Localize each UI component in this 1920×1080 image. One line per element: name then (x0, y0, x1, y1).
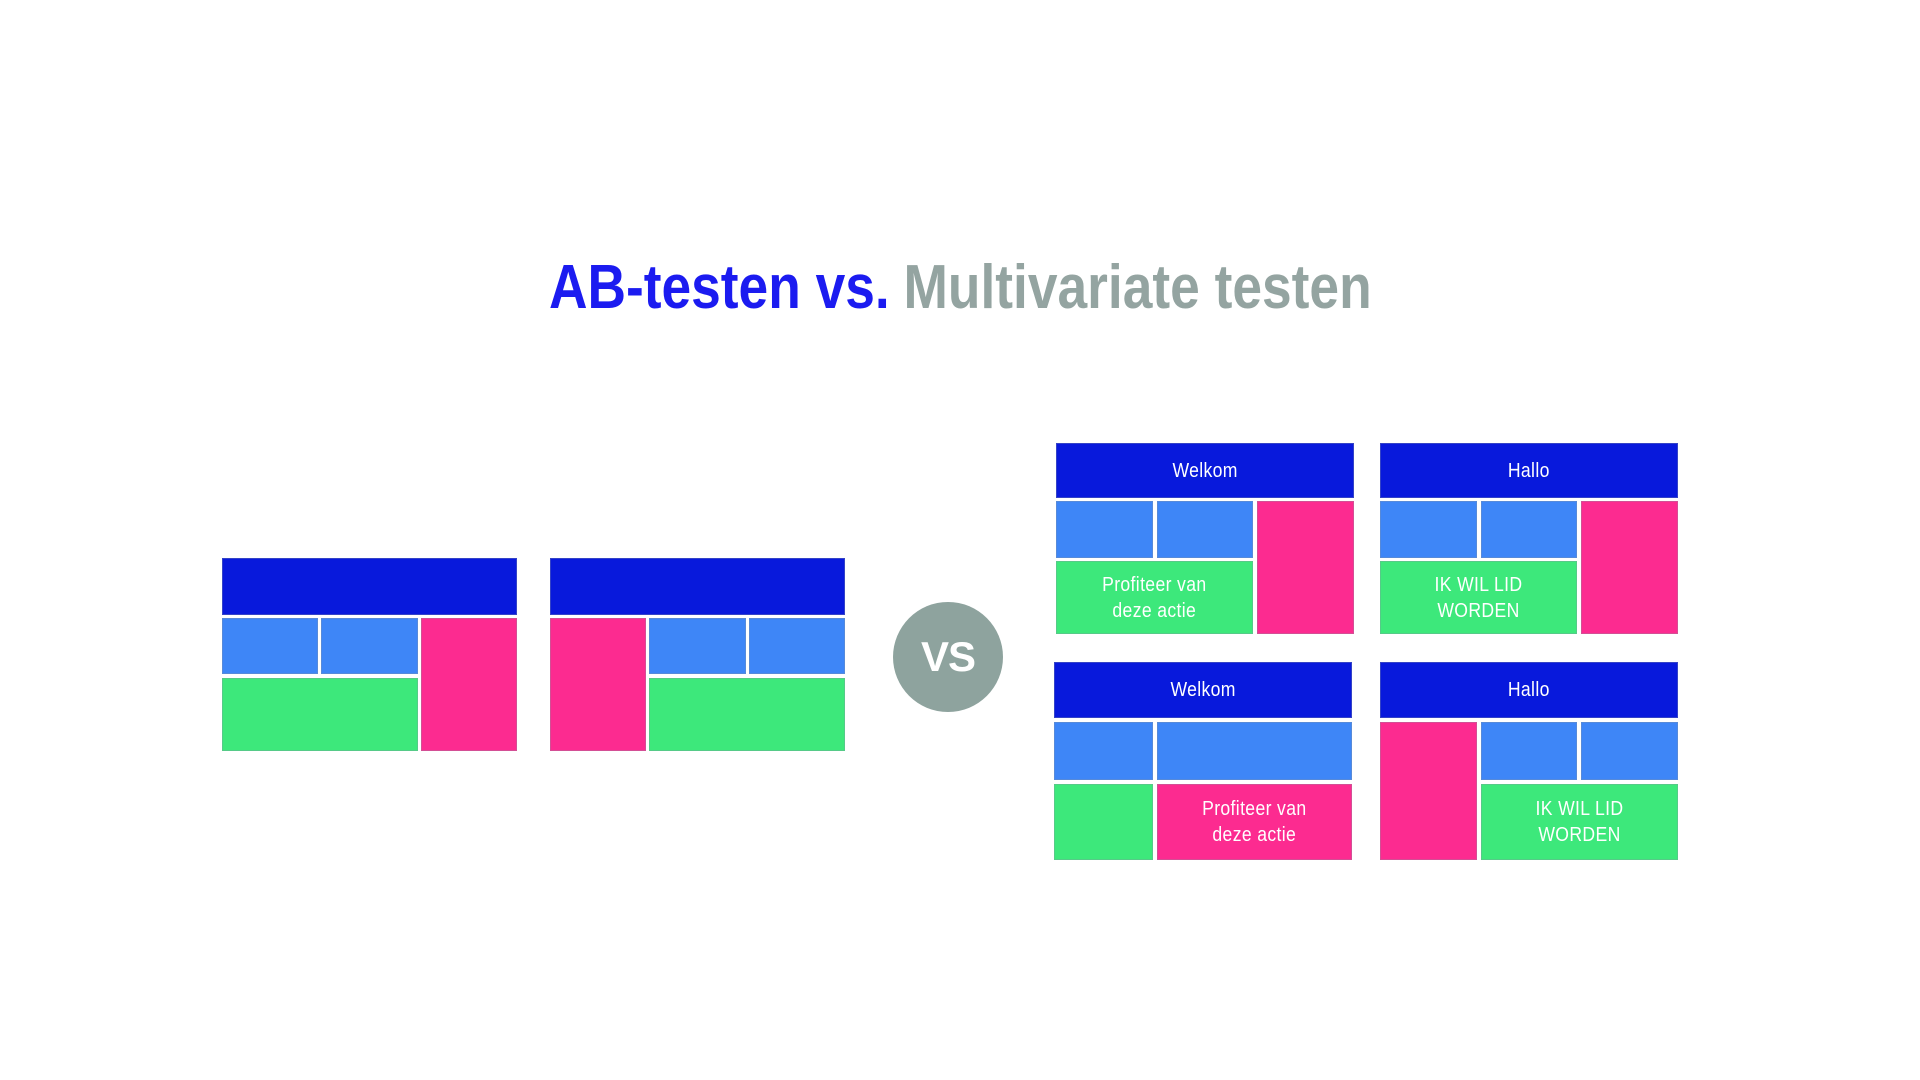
wireframe-cta-block (550, 618, 646, 751)
wireframe-image-block (1157, 501, 1253, 558)
multivariate-card-hallo-2: Hallo IK WIL LID WORDEN (1380, 662, 1678, 860)
wireframe-image-block (1056, 501, 1153, 558)
wireframe-cta-block: Profiteer van deze actie (1056, 561, 1253, 634)
ab-variant-b-wireframe (550, 558, 845, 751)
wireframe-image-block (222, 618, 318, 674)
multivariate-card-welkom-2: Welkom Profiteer van deze actie (1054, 662, 1352, 860)
ab-variant-a-wireframe (222, 558, 517, 751)
wireframe-cta-block: IK WIL LID WORDEN (1380, 561, 1577, 634)
cta-label: IK WIL LID WORDEN (1434, 573, 1523, 622)
title-ab-testen: AB-testen vs. (548, 253, 890, 322)
wireframe-image-block (1481, 501, 1577, 558)
wireframe-image-block (649, 618, 746, 674)
wireframe-image-block (1054, 722, 1153, 780)
cta-label: Profiteer van deze actie (1102, 573, 1207, 622)
wireframe-cta-block (1257, 501, 1354, 634)
vs-label: VS (920, 633, 976, 680)
wireframe-image-block (1481, 722, 1577, 780)
cta-label: Profiteer van deze actie (1202, 798, 1307, 846)
wireframe-header-block (222, 558, 517, 615)
multivariate-card-welkom-1: Welkom Profiteer van deze actie (1056, 443, 1354, 634)
cta-label: IK WIL LID WORDEN (1535, 798, 1624, 846)
header-label: Hallo (1508, 679, 1550, 701)
wireframe-header-block: Welkom (1056, 443, 1354, 498)
wireframe-cta-block (1581, 501, 1678, 634)
wireframe-image-block (749, 618, 845, 674)
header-label: Hallo (1508, 459, 1550, 482)
wireframe-header-block: Hallo (1380, 662, 1678, 718)
wireframe-content-block (649, 678, 845, 751)
wireframe-image-block (321, 618, 418, 674)
multivariate-card-hallo-1: Hallo IK WIL LID WORDEN (1380, 443, 1678, 634)
page-title: AB-testen vs.Multivariate testen (0, 256, 1920, 320)
wireframe-header-block: Welkom (1054, 662, 1352, 718)
wireframe-cta-block: Profiteer van deze actie (1157, 784, 1352, 860)
header-label: Welkom (1170, 679, 1236, 701)
wireframe-header-block: Hallo (1380, 443, 1678, 498)
wireframe-content-block (1054, 784, 1153, 860)
wireframe-image-block (1581, 722, 1678, 780)
wireframe-cta-block (1380, 722, 1477, 860)
vs-circle-badge: VS (893, 602, 1003, 712)
wireframe-cta-block: IK WIL LID WORDEN (1481, 784, 1678, 860)
wireframe-image-block (1380, 501, 1477, 558)
wireframe-image-block (1157, 722, 1352, 780)
wireframe-cta-block (421, 618, 517, 751)
title-multivariate: Multivariate testen (903, 253, 1372, 322)
wireframe-content-block (222, 678, 418, 751)
header-label: Welkom (1172, 459, 1238, 482)
wireframe-header-block (550, 558, 845, 615)
